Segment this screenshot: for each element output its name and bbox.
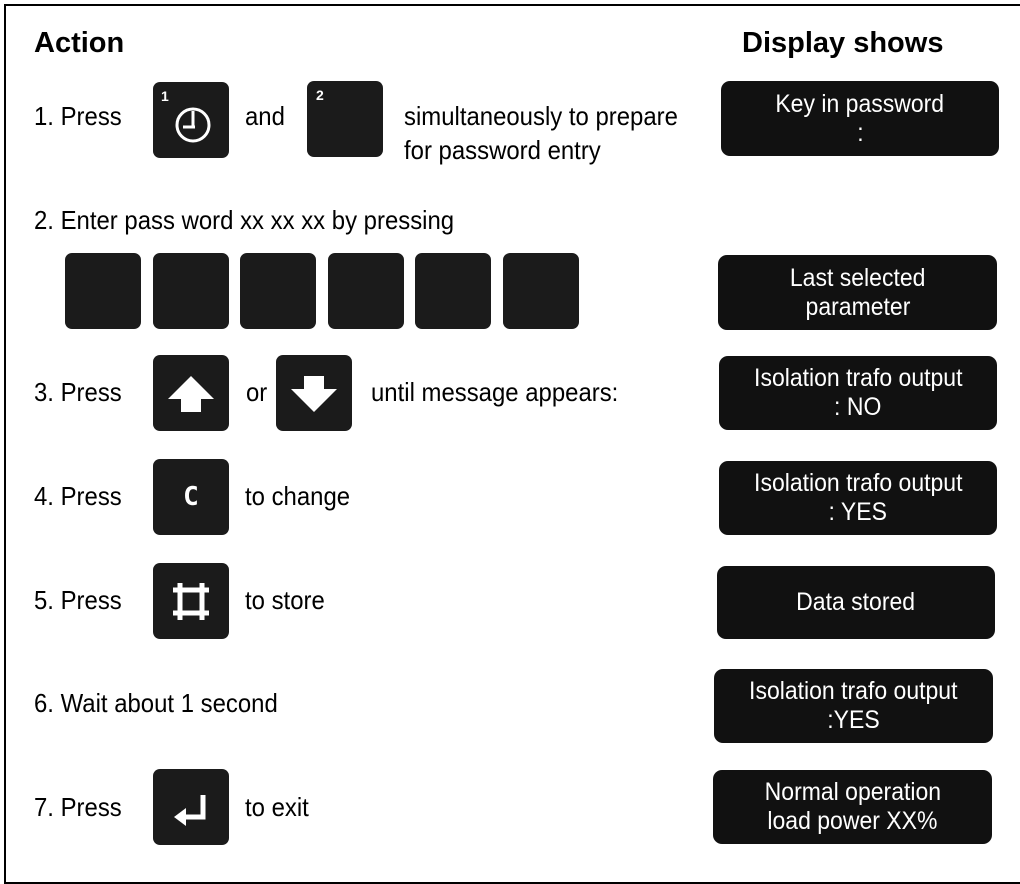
enter-return-icon (174, 795, 206, 826)
password-key-2[interactable] (153, 253, 229, 329)
password-key-6[interactable] (503, 253, 579, 329)
display-step6-line1: Isolation trafo output (749, 677, 958, 705)
step1-and: and (245, 101, 285, 131)
display-step4-line2: : YES (828, 498, 888, 526)
display-step7: Normal operation load power XX% (713, 770, 992, 844)
step5-desc: to store (245, 585, 325, 615)
display-step4: Isolation trafo output : YES (719, 461, 997, 535)
timer-key-number: 1 (161, 88, 169, 104)
step4-label: 4. Press (34, 481, 122, 511)
password-key-1[interactable] (65, 253, 141, 329)
change-key-letter: C (183, 482, 199, 512)
change-key[interactable]: C (153, 459, 229, 535)
down-key[interactable] (276, 355, 352, 431)
display-step2: Last selected parameter (718, 255, 997, 330)
display-step6-line2: :YES (827, 706, 880, 734)
display-step3: Isolation trafo output : NO (719, 356, 997, 430)
step1-desc-line2: for password entry (404, 135, 601, 165)
store-key[interactable] (153, 563, 229, 639)
password-key-4[interactable] (328, 253, 404, 329)
step3-label: 3. Press (34, 377, 122, 407)
display-step7-line1: Normal operation (764, 778, 941, 806)
step7-desc: to exit (245, 792, 309, 822)
display-step1-line1: Key in password (775, 89, 945, 118)
display-step5-line1: Data stored (796, 588, 916, 616)
key-2[interactable]: 2 (307, 81, 383, 157)
display-step6: Isolation trafo output :YES (714, 669, 993, 743)
up-key[interactable] (153, 355, 229, 431)
step1-desc-line1: simultaneously to prepare (404, 101, 678, 131)
step1-label: 1. Press (34, 101, 122, 131)
display-step1-line2: : (856, 118, 864, 147)
display-step2-line1: Last selected (789, 263, 926, 292)
step6-label: 6. Wait about 1 second (34, 688, 278, 718)
step5-label: 5. Press (34, 585, 122, 615)
display-step3-line2: : NO (834, 393, 882, 421)
step3-desc: until message appears: (371, 377, 619, 407)
timer-icon (175, 107, 211, 143)
header-display-shows: Display shows (742, 27, 944, 59)
step7-label: 7. Press (34, 792, 122, 822)
display-step3-line1: Isolation trafo output (753, 364, 963, 392)
header-action: Action (34, 27, 125, 59)
display-step2-line2: parameter (805, 292, 910, 321)
display-step7-line2: load power XX% (767, 807, 938, 835)
key-2-number: 2 (316, 87, 324, 103)
arrow-down-icon (291, 376, 337, 412)
step2-label: 2. Enter pass word xx xx xx by pressing (34, 205, 455, 235)
password-key-5[interactable] (415, 253, 491, 329)
step3-or: or (246, 377, 268, 407)
timer-key[interactable]: 1 (153, 82, 229, 158)
store-frame-icon (173, 583, 209, 620)
display-step5: Data stored (717, 566, 995, 639)
step4-desc: to change (245, 481, 351, 511)
password-key-3[interactable] (240, 253, 316, 329)
exit-key[interactable] (153, 769, 229, 845)
display-step1: Key in password : (721, 81, 999, 156)
display-step4-line1: Isolation trafo output (753, 469, 963, 497)
arrow-up-icon (168, 376, 214, 412)
